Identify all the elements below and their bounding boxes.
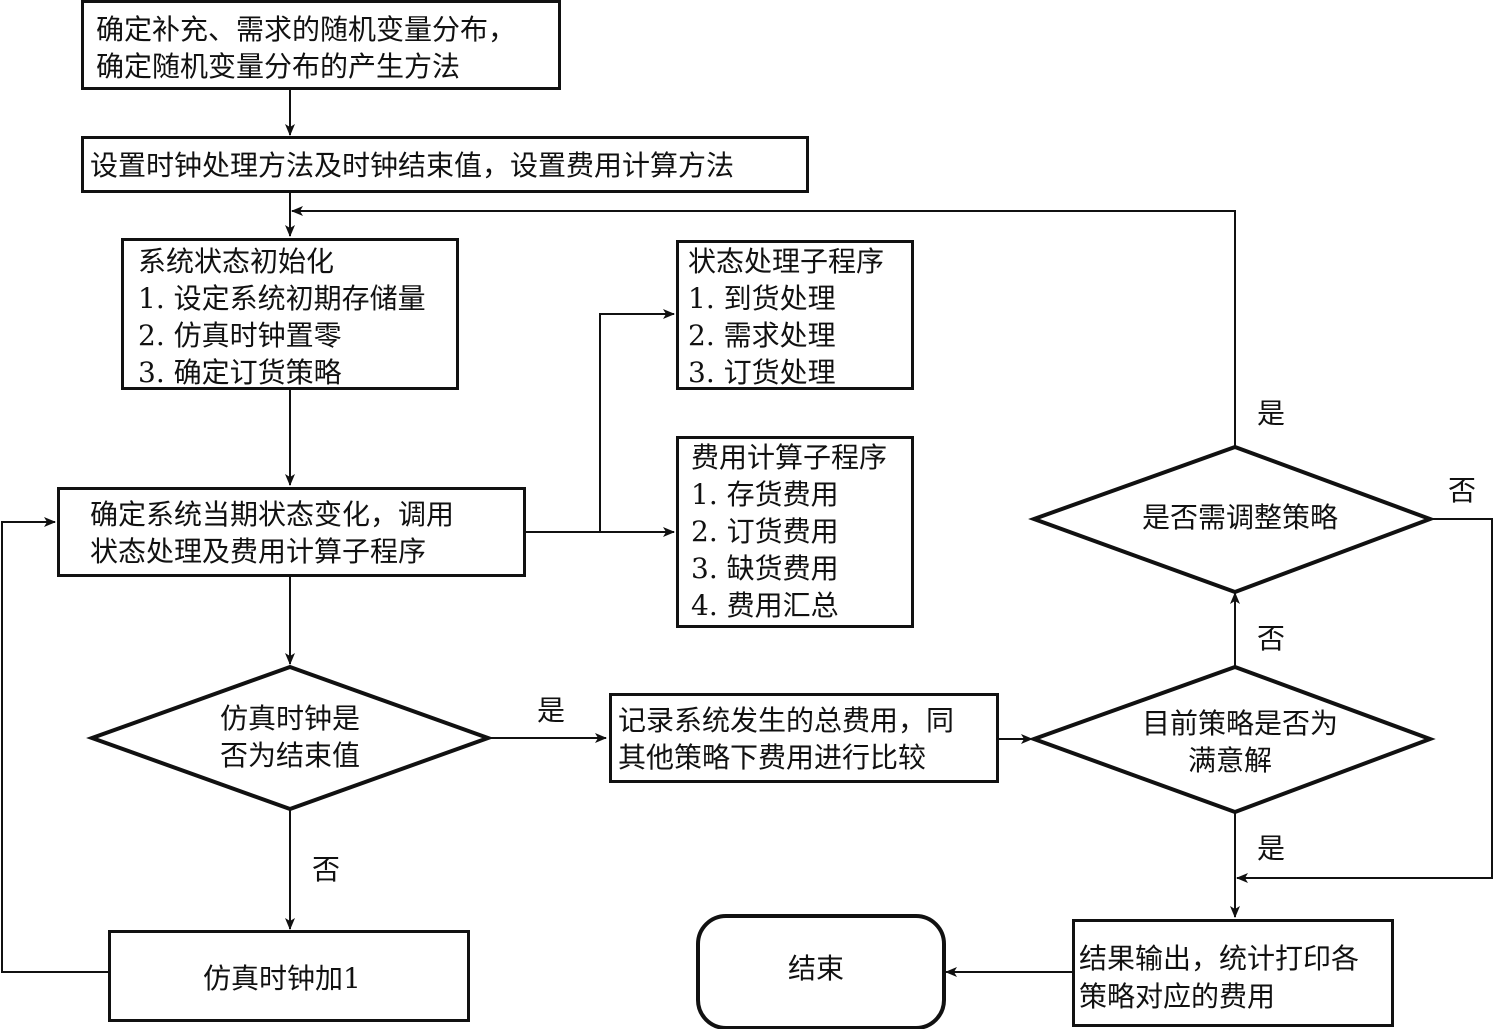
set-clock-box: 设置时钟处理方法及时钟结束值，设置费用计算方法	[81, 136, 809, 193]
adjust-decision-text: 是否需调整策略	[1110, 499, 1370, 536]
edge-label-clock-end-yes: 是	[537, 694, 566, 727]
init-state-box: 系统状态初始化 1. 设定系统初期存储量 2. 仿真时钟置零 3. 确定订货策略	[121, 238, 459, 390]
init-state-item: 3. 确定订货策略	[138, 356, 342, 389]
determine-state-line-2: 状态处理及费用计算子程序	[90, 535, 427, 568]
cost-subroutine-box: 费用计算子程序 1. 存货费用 2. 订货费用 3. 缺货费用 4. 费用汇总	[676, 436, 914, 628]
end-terminal-label: 结束	[787, 952, 844, 985]
determine-state-line-1: 确定系统当期状态变化，调用	[90, 498, 455, 531]
define-distributions-line-1: 确定补充、需求的随机变量分布，	[96, 13, 517, 46]
cost-subroutine-title: 费用计算子程序	[691, 441, 888, 474]
output-results-line-1: 结果输出，统计打印各	[1079, 942, 1360, 975]
record-cost-line-2: 其他策略下费用进行比较	[618, 741, 927, 774]
set-clock-text: 设置时钟处理方法及时钟结束值，设置费用计算方法	[90, 149, 735, 182]
output-results-box: 结果输出，统计打印各 策略对应的费用	[1072, 919, 1394, 1027]
edge-determine-to-state-sub	[599, 309, 675, 532]
state-subroutine-item: 3. 订货处理	[688, 356, 836, 389]
satisfactory-decision-shape	[1028, 664, 1436, 815]
edge-label-adjust-yes: 是	[1257, 397, 1286, 430]
satisfactory-decision-text: 目前策略是否为 满意解	[1120, 705, 1360, 779]
state-subroutine-title: 状态处理子程序	[688, 245, 885, 278]
edge-label-adjust-no: 否	[1448, 474, 1477, 507]
output-results-line-2: 策略对应的费用	[1079, 980, 1276, 1013]
clock-end-decision-shape	[86, 664, 494, 812]
state-subroutine-item: 1. 到货处理	[688, 282, 836, 315]
init-state-title: 系统状态初始化	[138, 245, 335, 278]
clock-increment-text: 仿真时钟加1	[203, 962, 361, 995]
record-cost-line-1: 记录系统发生的总费用，同	[618, 704, 955, 737]
adjust-decision-shape	[1028, 444, 1436, 595]
define-distributions-box: 确定补充、需求的随机变量分布， 确定随机变量分布的产生方法	[81, 0, 561, 90]
clock-end-decision-line-1: 仿真时钟是	[219, 702, 360, 735]
edge-label-satisfactory-yes: 是	[1257, 832, 1286, 865]
adjust-decision-line-1: 是否需调整策略	[1141, 501, 1338, 534]
define-distributions-line-2: 确定随机变量分布的产生方法	[96, 50, 461, 83]
clock-end-decision-line-2: 否为结束值	[219, 739, 360, 772]
edge-adjust-yes-loopback	[291, 206, 1236, 447]
edge-increment-loopback	[1, 517, 108, 973]
satisfactory-decision-line-2: 满意解	[1187, 744, 1272, 777]
determine-state-box: 确定系统当期状态变化，调用 状态处理及费用计算子程序	[57, 487, 526, 577]
cost-subroutine-item: 3. 缺货费用	[691, 552, 839, 585]
end-terminal-shape	[696, 914, 946, 1029]
state-subroutine-item: 2. 需求处理	[688, 319, 836, 352]
clock-increment-box: 仿真时钟加1	[108, 930, 470, 1022]
init-state-item: 1. 设定系统初期存储量	[138, 282, 426, 315]
satisfactory-decision-line-1: 目前策略是否为	[1141, 707, 1338, 740]
state-subroutine-box: 状态处理子程序 1. 到货处理 2. 需求处理 3. 订货处理	[676, 240, 914, 390]
edge-label-clock-end-no: 否	[312, 853, 341, 886]
cost-subroutine-item: 2. 订货费用	[691, 515, 839, 548]
edge-label-satisfactory-no: 否	[1257, 622, 1286, 655]
clock-end-decision-text: 仿真时钟是 否为结束值	[190, 700, 390, 774]
cost-subroutine-item: 4. 费用汇总	[691, 589, 839, 622]
record-cost-box: 记录系统发生的总费用，同 其他策略下费用进行比较	[609, 693, 999, 783]
edge-adjust-no	[1236, 518, 1493, 883]
cost-subroutine-item: 1. 存货费用	[691, 478, 839, 511]
end-terminal-text: 结束	[746, 950, 886, 987]
init-state-item: 2. 仿真时钟置零	[138, 319, 342, 352]
